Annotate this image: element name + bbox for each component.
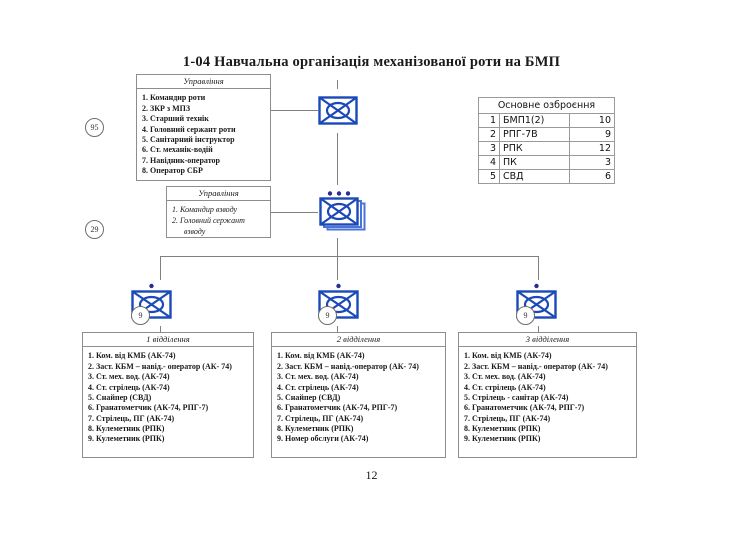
list-item: 7. Стрілець, ПГ (АК-74) bbox=[464, 413, 551, 423]
squad-1-box: 1 відділення 1. Ком. від КМБ (АК-74) 2. … bbox=[82, 332, 254, 458]
list-item: 6. Гранатометчик (АК-74, РПГ-7) bbox=[464, 403, 585, 413]
list-item: 2. Головний сержант взводу bbox=[172, 216, 245, 236]
platoon-strength-badge: 29 bbox=[85, 220, 104, 239]
mechanized-infantry-squad-symbol bbox=[131, 282, 173, 328]
weapon-name: ПК bbox=[499, 155, 570, 170]
list-item: 9. Кулеметник (РПК) bbox=[464, 434, 541, 444]
main-armament-table: Основне озброєння 1 БМП1(2) 10 2 РПГ-7В … bbox=[478, 97, 615, 184]
connector-company-to-platoon bbox=[337, 133, 338, 185]
table-row: 4 ПК 3 bbox=[478, 155, 615, 170]
squad-2-header: 2 відділення bbox=[272, 333, 445, 348]
list-item: 2. Заст. КБМ – навід.-оператор (АК- 74) bbox=[277, 361, 419, 371]
list-item: 8. Кулеметник (РПК) bbox=[88, 424, 165, 434]
squad-2-body: 1. Ком. від КМБ (АК-74) 2. Заст. КБМ – н… bbox=[272, 347, 445, 449]
connector-platoon-box-to-symbol bbox=[271, 212, 318, 213]
connector-company-stem-up bbox=[337, 80, 338, 89]
squad-2-strength-badge: 9 bbox=[318, 306, 337, 325]
squad-1-strength-badge: 9 bbox=[131, 306, 150, 325]
squad-3-body: 1. Ком. від КМБ (АК-74) 2. Заст. КБМ – н… bbox=[459, 347, 636, 449]
weapon-quantity: 6 bbox=[569, 169, 615, 184]
connector-platoon-to-bus bbox=[337, 238, 338, 256]
list-item: 4. Ст. стрілець (АК-74) bbox=[277, 382, 359, 392]
squad-3-header: 3 відділення bbox=[459, 333, 636, 348]
list-item: 9. Номер обслуги (АК-74) bbox=[277, 434, 369, 444]
list-item: 6. Ст. механік-водій bbox=[142, 145, 213, 155]
connector-squad-bus bbox=[160, 256, 538, 257]
company-headquarters-box: Управління 1. Командир роти 2. ЗКР з МПЗ… bbox=[136, 74, 271, 181]
list-item: 8. Кулеметник (РПК) bbox=[277, 424, 354, 434]
squad-1-body: 1. Ком. від КМБ (АК-74) 2. Заст. КБМ – н… bbox=[83, 347, 253, 449]
mechanized-infantry-platoon-symbol bbox=[318, 190, 366, 238]
row-index: 5 bbox=[478, 169, 500, 184]
connector-bus-to-squad-1 bbox=[160, 256, 161, 280]
squad-2-box: 2 відділення 1. Ком. від КМБ (АК-74) 2. … bbox=[271, 332, 446, 458]
company-box-body: 1. Командир роти 2. ЗКР з МПЗ 3. Старший… bbox=[137, 89, 270, 180]
weapon-quantity: 9 bbox=[569, 127, 615, 142]
list-item: 4. Ст. стрілець (АК-74) bbox=[464, 382, 546, 392]
list-item: 1. Командир роти bbox=[142, 93, 206, 103]
list-item: 1. Ком. від КМБ (АК-74) bbox=[464, 351, 552, 361]
connector-squad-3-to-box bbox=[538, 326, 539, 333]
list-item: 5. Снайпер (СВД) bbox=[277, 392, 341, 402]
list-item: 5. Снайпер (СВД) bbox=[88, 392, 152, 402]
list-item: 9. Кулеметник (РПК) bbox=[88, 434, 165, 444]
company-box-header: Управління bbox=[137, 75, 270, 90]
connector-squad-1-to-box bbox=[160, 326, 161, 333]
table-header-row: Основне озброєння bbox=[478, 97, 615, 114]
connector-bus-to-squad-3 bbox=[538, 256, 539, 280]
list-item: 2. ЗКР з МПЗ bbox=[142, 103, 191, 113]
list-item: 8. Кулеметник (РПК) bbox=[464, 424, 541, 434]
squad-3-strength-badge: 9 bbox=[516, 306, 535, 325]
list-item: 7. Стрілець, ПГ (АК-74) bbox=[88, 413, 175, 423]
connector-bus-to-squad-2 bbox=[337, 256, 338, 280]
list-item: 6. Гранатометчик (АК-74, РПГ-7) bbox=[277, 403, 398, 413]
weapon-quantity: 10 bbox=[569, 113, 615, 128]
table-row: 3 РПК 12 bbox=[478, 141, 615, 156]
mechanized-infantry-company-symbol bbox=[318, 88, 358, 134]
list-item: 5. Стрілець - санітар (АК-74) bbox=[464, 392, 569, 402]
page-number: 12 bbox=[365, 468, 378, 482]
list-item: 3. Ст. мех. вод. (АК-74) bbox=[277, 372, 359, 382]
list-item: 1. Командир взводу bbox=[172, 205, 238, 215]
connector-company-box-to-symbol bbox=[271, 110, 318, 111]
list-item: 7. Стрілець, ПГ (АК-74) bbox=[277, 413, 364, 423]
connector-squad-2-to-box bbox=[337, 326, 338, 333]
list-item: 2. Заст. КБМ – навід.- оператор (АК- 74) bbox=[88, 361, 232, 371]
weapon-quantity: 12 bbox=[569, 141, 615, 156]
squad-3-box: 3 відділення 1. Ком. від КМБ (АК-74) 2. … bbox=[458, 332, 637, 458]
table-row: 2 РПГ-7В 9 bbox=[478, 127, 615, 142]
table-title: Основне озброєння bbox=[478, 97, 615, 114]
list-item: 4. Ст. стрілець (АК-74) bbox=[88, 382, 170, 392]
list-item: 3. Ст. мех. вод. (АК-74) bbox=[464, 372, 546, 382]
weapon-name: РПГ-7В bbox=[499, 127, 570, 142]
list-item: 6. Гранатометчик (АК-74, РПГ-7) bbox=[88, 403, 209, 413]
squad-1-header: 1 відділення bbox=[83, 333, 253, 348]
row-index: 2 bbox=[478, 127, 500, 142]
list-item: 1. Ком. від КМБ (АК-74) bbox=[88, 351, 176, 361]
platoon-box-header: Управління bbox=[167, 187, 270, 202]
weapon-name: БМП1(2) bbox=[499, 113, 570, 128]
weapon-name: РПК bbox=[499, 141, 570, 156]
row-index: 3 bbox=[478, 141, 500, 156]
list-item: 1. Ком. від КМБ (АК-74) bbox=[277, 351, 365, 361]
weapon-quantity: 3 bbox=[569, 155, 615, 170]
list-item: 2. Заст. КБМ – навід.- оператор (АК- 74) bbox=[464, 361, 608, 371]
platoon-box-body: 1. Командир взводу 2. Головний сержант в… bbox=[167, 201, 270, 241]
row-index: 1 bbox=[478, 113, 500, 128]
row-index: 4 bbox=[478, 155, 500, 170]
list-item: 5. Санітарний інструктор bbox=[142, 134, 235, 144]
weapon-name: СВД bbox=[499, 169, 570, 184]
list-item: 3. Старший технік bbox=[142, 114, 209, 124]
table-row: 5 СВД 6 bbox=[478, 169, 615, 184]
table-row: 1 БМП1(2) 10 bbox=[478, 113, 615, 128]
company-strength-badge: 95 bbox=[85, 118, 104, 137]
platoon-headquarters-box: Управління 1. Командир взводу 2. Головни… bbox=[166, 186, 271, 238]
page-title: 1-04 Навчальна організація механізованої… bbox=[182, 54, 561, 70]
list-item: 7. Навідник-оператор bbox=[142, 155, 220, 165]
list-item: 8. Оператор СБР bbox=[142, 166, 203, 176]
list-item: 4. Головний сержант роти bbox=[142, 124, 236, 134]
list-item: 3. Ст. мех. вод. (АК-74) bbox=[88, 372, 170, 382]
